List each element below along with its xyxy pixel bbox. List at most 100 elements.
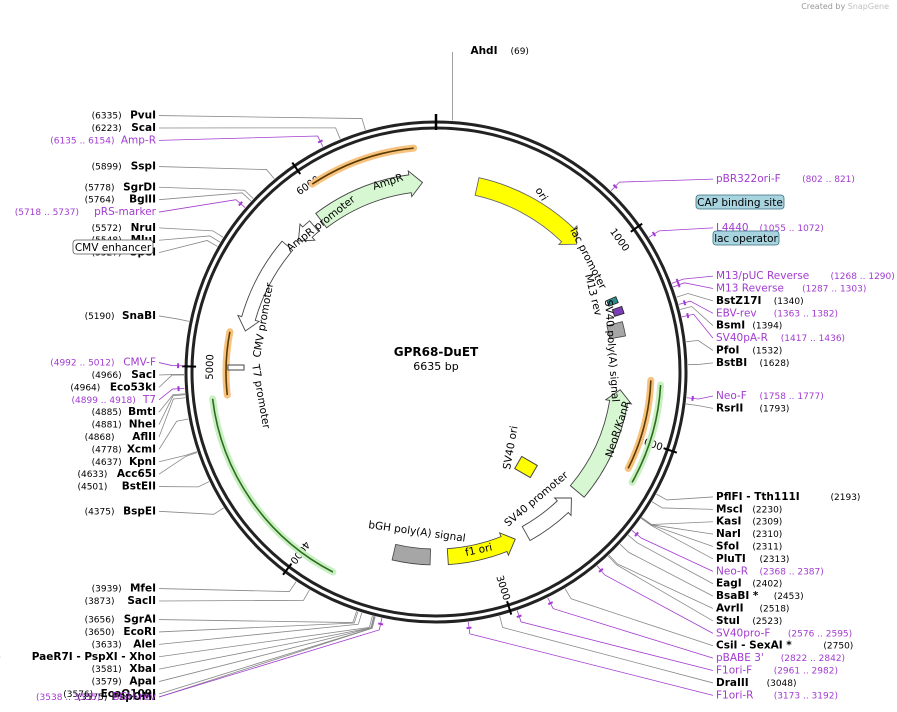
enzyme-label: EcoRI(3650) bbox=[85, 626, 156, 638]
enzyme-label: AhdI (69) bbox=[470, 45, 528, 57]
tick-label: 5000 bbox=[205, 354, 217, 380]
enzyme-name: AhdI bbox=[470, 45, 497, 57]
primer-leader bbox=[631, 530, 714, 572]
enzyme-position: (2310) bbox=[752, 530, 782, 540]
enzyme-position: (3587) bbox=[0, 653, 1, 663]
enzyme-name: MfeI bbox=[130, 583, 156, 595]
amp-r-region-arc bbox=[311, 147, 414, 185]
primer-leader bbox=[467, 621, 714, 696]
tick-mark bbox=[282, 562, 293, 576]
lac-promoter-block bbox=[606, 296, 619, 307]
ampr-arrow bbox=[315, 169, 424, 229]
primer-leader bbox=[648, 227, 714, 238]
enzyme-name: KpnI bbox=[129, 456, 156, 468]
enzyme-label: PfoI(1532) bbox=[716, 344, 782, 356]
primer-label: Neo-R(2368 .. 2387) bbox=[716, 565, 824, 577]
enzyme-label: BspEI(4375) bbox=[85, 505, 156, 517]
primer-name: M13 Reverse bbox=[716, 282, 784, 294]
enzyme-name: SspI bbox=[131, 161, 156, 173]
enzyme-leader bbox=[158, 611, 359, 633]
primer-position: (2576 .. 2595) bbox=[788, 629, 852, 639]
primer-label: F1ori-R(3173 .. 3192) bbox=[716, 689, 838, 701]
cap-binding-site-label: CAP binding site bbox=[697, 197, 783, 209]
enzyme-label: NheI(4881) bbox=[92, 419, 156, 431]
enzyme-label: PspOMI(3575) bbox=[77, 691, 156, 703]
primer-name: pRS-marker bbox=[94, 206, 157, 218]
enzyme-name: PflFI - Tth111I bbox=[716, 491, 800, 503]
enzyme-position: (3939) bbox=[92, 585, 122, 595]
enzyme-name: SgrAI bbox=[124, 614, 156, 626]
enzyme-position: (1340) bbox=[774, 297, 804, 307]
credit-created-by: Created by bbox=[801, 2, 846, 11]
lac-operator-label: lac operator bbox=[714, 233, 778, 245]
enzyme-label: BmtI(4885) bbox=[92, 406, 156, 418]
primer-position: (1268 .. 1290) bbox=[831, 272, 895, 282]
tick-mark bbox=[506, 600, 513, 615]
enzyme-position: (6335) bbox=[92, 112, 122, 122]
enzyme-name: ScaI bbox=[131, 122, 156, 134]
enzyme-position: (2193) bbox=[831, 493, 861, 503]
snapgene-logo-text: SnapGene bbox=[847, 2, 889, 11]
enzyme-position: (6223) bbox=[92, 124, 122, 134]
enzyme-position: (2453) bbox=[774, 592, 804, 602]
enzyme-leader bbox=[641, 517, 714, 547]
primer-leader bbox=[671, 275, 714, 284]
enzyme-leader bbox=[158, 393, 185, 413]
enzyme-position: (5190) bbox=[85, 312, 115, 322]
enzyme-leader bbox=[158, 616, 375, 670]
enzyme-leader bbox=[619, 543, 714, 597]
enzyme-label: PflFI - Tth111I (2193) bbox=[716, 491, 860, 503]
enzyme-position: (69) bbox=[510, 47, 528, 57]
primer-name: T7 bbox=[142, 394, 156, 406]
enzyme-position: (4778) bbox=[92, 445, 122, 455]
primer-leader bbox=[158, 362, 185, 367]
primer-site-mark bbox=[651, 231, 657, 237]
primer-leader bbox=[158, 618, 383, 698]
primer-leader bbox=[547, 597, 714, 659]
enzyme-leader bbox=[499, 615, 714, 684]
enzyme-name: BspEI bbox=[123, 505, 156, 517]
tick-mark bbox=[630, 222, 643, 233]
primer-name: EBV-rev bbox=[716, 307, 757, 319]
primer-leader bbox=[678, 300, 714, 314]
enzyme-leader bbox=[158, 374, 185, 376]
enzyme-leader bbox=[676, 293, 714, 302]
enzyme-leader bbox=[608, 554, 714, 609]
enzyme-label: AleI(3633) bbox=[92, 638, 156, 650]
enzyme-label: SacI(4966) bbox=[92, 369, 156, 381]
ori-arrow bbox=[474, 177, 578, 246]
enzyme-name: BstBI bbox=[716, 357, 747, 369]
feature-layer bbox=[209, 144, 665, 576]
primer-label: M13 Reverse(1287 .. 1303) bbox=[716, 282, 866, 294]
enzyme-position: (2402) bbox=[752, 580, 782, 590]
neo-green-arc bbox=[631, 384, 662, 483]
enzyme-name: StuI bbox=[716, 615, 740, 627]
primer-leader bbox=[158, 135, 324, 147]
primer-label: SV40pro-F(2576 .. 2595) bbox=[716, 627, 852, 639]
enzyme-name: PspOMI bbox=[111, 691, 156, 703]
enzyme-position: (5572) bbox=[92, 224, 122, 234]
enzyme-name: XbaI bbox=[129, 663, 156, 675]
enzyme-leader bbox=[685, 403, 714, 409]
primer-label: BGH-rev(3538 .. 3555) bbox=[36, 691, 156, 703]
primer-name: pBR322ori-F bbox=[716, 173, 781, 185]
t7-promoter-label: T7 promoter bbox=[249, 362, 272, 430]
primer-name: Amp-R bbox=[121, 134, 156, 146]
enzyme-leader bbox=[158, 481, 210, 488]
enzyme-name: PaeR7I - PspXI - XhoI bbox=[32, 651, 156, 663]
f1-ori-arrow bbox=[446, 532, 516, 566]
enzyme-leader bbox=[686, 339, 714, 351]
primer-name: Neo-R bbox=[716, 565, 748, 577]
enzyme-name: BstZ17I bbox=[716, 295, 761, 307]
primer-leader bbox=[516, 610, 714, 671]
enzyme-leader bbox=[158, 397, 186, 438]
enzyme-position: (5778) bbox=[85, 183, 115, 193]
site-labels: pBR322ori-F(802 .. 821)L4440(1055 .. 107… bbox=[0, 45, 895, 703]
primer-name: F1ori-F bbox=[716, 665, 752, 677]
enzyme-name: SgrDI bbox=[123, 181, 156, 193]
enzyme-label: MfeI (3939) bbox=[92, 583, 156, 595]
primer-name: BGH-rev bbox=[112, 691, 156, 703]
enzyme-leader bbox=[687, 362, 714, 366]
enzyme-name: BsmI bbox=[716, 320, 745, 332]
primer-site-mark bbox=[677, 282, 681, 288]
